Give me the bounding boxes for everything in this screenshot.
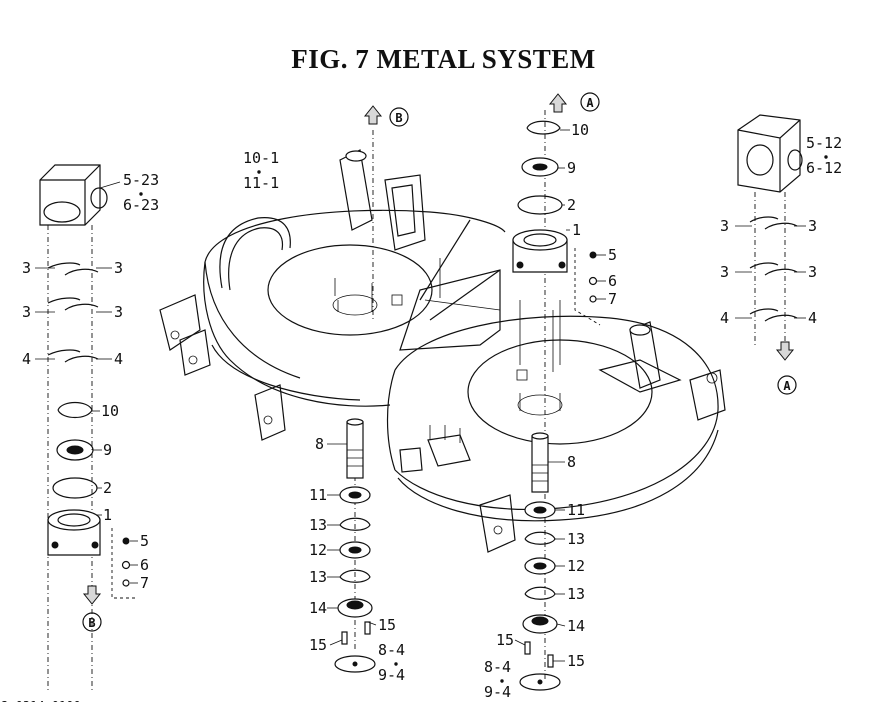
drawing-number: 02-0314-0100 xyxy=(0,699,81,702)
left-gearbox-stack xyxy=(39,164,135,690)
callout-10-1: 10-1 xyxy=(243,149,279,167)
callout-6-12: 6-12 xyxy=(806,159,842,177)
mower-deck-housing xyxy=(159,149,726,553)
callout-1: 1 xyxy=(103,506,112,524)
callout-labels: 10-1 11-1 5-23 6-23 3 3 3 3 4 4 10 9 2 1… xyxy=(22,121,842,701)
callout-7: 7 xyxy=(140,574,149,592)
circled-marker-b-left: B xyxy=(82,612,102,632)
callout-8: 8 xyxy=(315,435,324,453)
callout-4: 4 xyxy=(22,350,31,368)
callout-5: 5 xyxy=(140,532,149,550)
callout-5-23: 5-23 xyxy=(123,171,159,189)
marker-letter: B xyxy=(88,616,95,630)
callout-9: 9 xyxy=(103,441,112,459)
callout-2: 2 xyxy=(567,196,576,214)
left-spindle-stack xyxy=(334,105,383,673)
callout-6-23: 6-23 xyxy=(123,196,159,214)
circled-marker-b-top: B xyxy=(389,107,409,127)
callout-3: 3 xyxy=(720,217,729,235)
callout-7: 7 xyxy=(608,290,617,308)
callout-6: 6 xyxy=(608,272,617,290)
right-spindle-stack xyxy=(512,93,601,691)
callout-3: 3 xyxy=(114,303,123,321)
callout-9-4: 9-4 xyxy=(378,666,405,684)
figure-title: FIG. 7 METAL SYSTEM xyxy=(291,44,596,74)
callout-8-4: 8-4 xyxy=(484,658,511,676)
callout-15: 15 xyxy=(567,652,585,670)
callout-3: 3 xyxy=(808,263,817,281)
callout-8-4: 8-4 xyxy=(378,641,405,659)
callout-3: 3 xyxy=(22,303,31,321)
callout-11: 11 xyxy=(309,486,327,504)
circled-marker-a-right: A xyxy=(777,375,797,395)
callout-3: 3 xyxy=(114,259,123,277)
callout-15: 15 xyxy=(496,631,514,649)
callout-13: 13 xyxy=(309,516,327,534)
callout-13: 13 xyxy=(567,530,585,548)
callout-10: 10 xyxy=(101,402,119,420)
circled-marker-a-top: A xyxy=(580,92,600,112)
callout-6: 6 xyxy=(140,556,149,574)
callout-3: 3 xyxy=(808,217,817,235)
callout-4: 4 xyxy=(808,309,817,327)
marker-letter: A xyxy=(783,379,791,393)
callout-14: 14 xyxy=(309,599,327,617)
callout-3: 3 xyxy=(720,263,729,281)
marker-letter: A xyxy=(586,96,594,110)
right-gearbox-stack xyxy=(737,114,803,361)
callout-12: 12 xyxy=(309,541,327,559)
callout-11: 11 xyxy=(567,501,585,519)
callout-5-12: 5-12 xyxy=(806,134,842,152)
callout-13: 13 xyxy=(309,568,327,586)
callout-4: 4 xyxy=(720,309,729,327)
callout-14: 14 xyxy=(567,617,585,635)
callout-5: 5 xyxy=(608,246,617,264)
callout-9-4: 9-4 xyxy=(484,683,511,701)
callout-9: 9 xyxy=(567,159,576,177)
callout-15: 15 xyxy=(378,616,396,634)
callout-2: 2 xyxy=(103,479,112,497)
callout-15: 15 xyxy=(309,636,327,654)
callout-13: 13 xyxy=(567,585,585,603)
callout-3: 3 xyxy=(22,259,31,277)
callout-4: 4 xyxy=(114,350,123,368)
callout-1: 1 xyxy=(572,221,581,239)
marker-letter: B xyxy=(395,111,402,125)
callout-8: 8 xyxy=(567,453,576,471)
leader-lines xyxy=(35,129,806,662)
callout-12: 12 xyxy=(567,557,585,575)
callout-10: 10 xyxy=(571,121,589,139)
callout-11-1: 11-1 xyxy=(243,174,279,192)
